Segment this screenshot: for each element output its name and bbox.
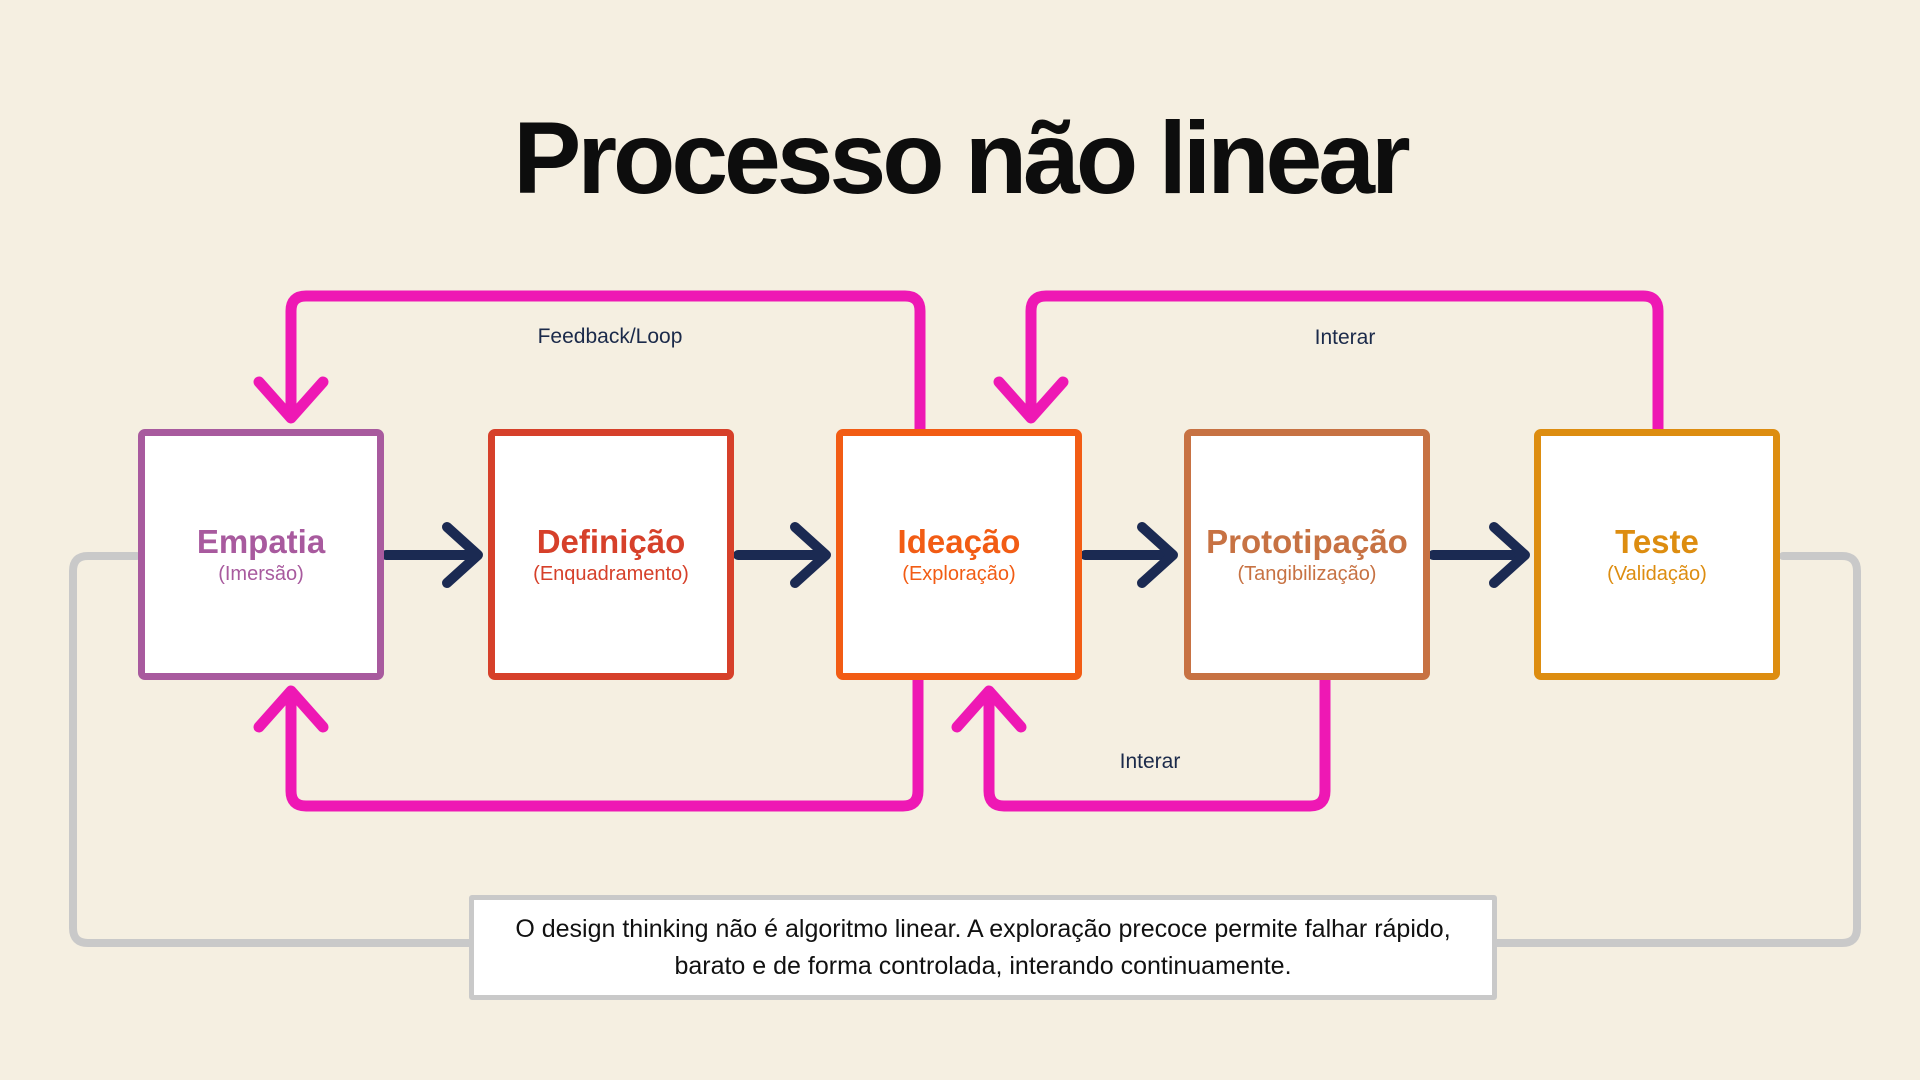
stage-box-prototipacao: Prototipação (Tangibilização) [1184, 429, 1430, 680]
stage-title: Definição [536, 522, 686, 560]
iterate-top-arrow [993, 290, 1664, 436]
stage-subtitle: (Imersão) [218, 563, 304, 586]
note-box: O design thinking não é algoritmo linear… [469, 895, 1497, 1000]
feedback-loop-arrow [253, 290, 926, 436]
forward-arrow-empatia-definicao [381, 522, 483, 588]
iterate-bottom-arrow [951, 673, 1331, 812]
stage-title: Ideação [897, 522, 1021, 560]
feedback-loop-label: Feedback/Loop [537, 325, 683, 348]
stage-box-empatia: Empatia (Imersão) [138, 429, 384, 680]
note-text: O design thinking não é algoritmo linear… [515, 915, 1451, 980]
bottom-feedback-arrow [253, 673, 924, 812]
iterate-top-label: Interar [1314, 326, 1376, 349]
stage-subtitle: (Validação) [1607, 563, 1707, 586]
stage-title: Teste [1615, 522, 1699, 560]
stage-subtitle: (Tangibilização) [1237, 563, 1377, 586]
stage-subtitle: (Enquadramento) [533, 563, 689, 586]
stage-box-teste: Teste (Validação) [1534, 429, 1780, 680]
forward-arrow-ideacao-prototipacao [1080, 522, 1178, 588]
iterate-bottom-label: Interar [1119, 750, 1181, 773]
stage-subtitle: (Exploração) [902, 563, 1016, 586]
forward-arrow-definicao-ideacao [733, 522, 831, 588]
stage-title: Empatia [196, 522, 326, 560]
stage-box-ideacao: Ideação (Exploração) [836, 429, 1082, 680]
stage-title: Prototipação [1206, 522, 1408, 560]
forward-arrow-prototipacao-teste [1428, 522, 1530, 588]
page-title: Processo não linear [513, 101, 1410, 215]
stage-box-definicao: Definição (Enquadramento) [488, 429, 734, 680]
